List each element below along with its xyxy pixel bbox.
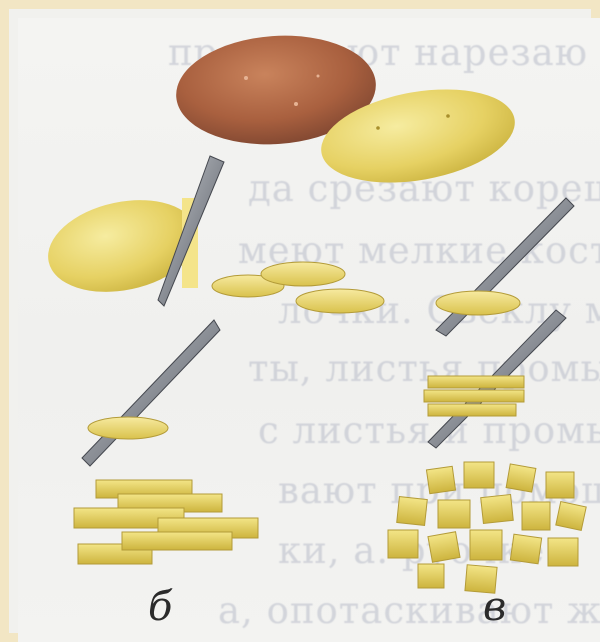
caption-b: б [148,584,172,630]
slice-under-knife [88,417,168,439]
potato-cutting-illustration [18,18,600,642]
sticks-under-knife [424,376,524,416]
potato-sticks [74,480,258,564]
potato-slices [212,262,384,313]
caption-v: в [483,584,506,630]
textbook-page: промывают нарезаю да срезают корешки и м… [18,18,600,642]
slices-under-knife [436,291,520,315]
potato-cubes [388,462,586,593]
knife-icon [82,320,220,466]
